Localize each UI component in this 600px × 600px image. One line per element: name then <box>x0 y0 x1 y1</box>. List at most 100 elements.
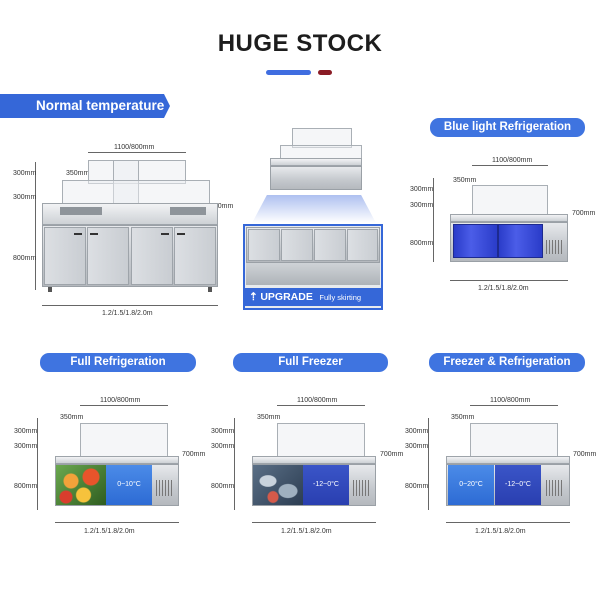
dim-line <box>428 418 429 510</box>
cabinet-door <box>44 227 86 285</box>
upper-shelf <box>80 423 168 457</box>
upgrade-arrow-icon: ⇡ <box>249 291 258 303</box>
dim-length: 1.2/1.5/1.8/2.0m <box>84 528 135 535</box>
sink <box>170 207 206 215</box>
vent-grille <box>156 480 174 496</box>
counter-top <box>55 456 179 464</box>
upgrade-badge: ⇡ UPGRADE Fully skirting board <box>245 288 381 321</box>
counter-top <box>446 456 570 464</box>
dim-line <box>88 152 186 153</box>
dim-line <box>35 162 36 290</box>
dim-line <box>450 280 568 281</box>
dim-shelf-height: 300mm <box>14 428 38 435</box>
upper-shelf <box>470 423 558 457</box>
counter-top <box>252 456 376 464</box>
fridge-temp: 0~10°C <box>117 481 141 488</box>
cabinet-door <box>174 227 216 285</box>
dim-length: 1.2/1.5/1.8/2.0m <box>102 310 153 317</box>
skirting-board <box>246 263 380 285</box>
dim-length: 1.2/1.5/1.8/2.0m <box>281 528 332 535</box>
dim-line <box>55 522 179 523</box>
dim-length: 1.2/1.5/1.8/2.0m <box>475 528 526 535</box>
vent-grille <box>546 480 564 496</box>
seafood-image <box>253 465 303 505</box>
dim-body-height: 800mm <box>405 483 429 490</box>
dim-depth: 700mm <box>572 210 596 217</box>
dim-line <box>470 405 558 406</box>
full-freezer-label: Full Freezer <box>233 353 388 372</box>
dim-line <box>37 418 38 510</box>
dim-shelf-height: 300mm <box>13 170 37 177</box>
cabinet-door <box>131 227 173 285</box>
freezer-panel: -12~0°C <box>303 465 349 505</box>
mini-lower-shelf <box>280 145 362 159</box>
lower-shelf <box>62 180 210 204</box>
dim-top-width: 1100/800mm <box>492 157 533 164</box>
dim-shelf-height: 300mm <box>410 186 434 193</box>
dim-top-width: 1100/800mm <box>100 397 141 404</box>
freezer-panel: -12~0°C <box>495 465 541 505</box>
door-handle <box>177 233 185 235</box>
dim-shelf-gap: 300mm <box>405 443 429 450</box>
dim-top-width: 1100/800mm <box>490 397 531 404</box>
dim-body-height: 800mm <box>14 483 38 490</box>
door-handle <box>90 233 98 235</box>
mini-cabinet <box>270 166 362 190</box>
title-underline-red <box>318 70 332 75</box>
door-handle <box>74 233 82 235</box>
dim-depth: 700mm <box>380 451 404 458</box>
dim-line <box>433 178 434 262</box>
sink <box>60 207 102 215</box>
freezer-temp: -12~0°C <box>313 481 339 488</box>
normal-temperature-banner: Normal temperature <box>0 94 170 118</box>
dim-shelf-gap: 300mm <box>13 194 37 201</box>
fruit-image <box>56 465 106 505</box>
glass-door <box>498 224 543 258</box>
dim-shelf-offset: 350mm <box>66 170 90 177</box>
zoom-door <box>281 229 313 261</box>
dim-line <box>80 405 168 406</box>
cabinet-door <box>87 227 129 285</box>
dim-shelf-gap: 300mm <box>14 443 38 450</box>
dim-shelf-offset: 350mm <box>257 414 281 421</box>
dim-top-width: 1100/800mm <box>297 397 338 404</box>
glass-door <box>453 224 498 258</box>
leg <box>48 287 52 292</box>
dim-line <box>472 165 548 166</box>
upgrade-subtitle: Fully skirting board <box>245 293 362 321</box>
freezer-temp: -12~0°C <box>505 481 531 488</box>
dim-depth: 700mm <box>182 451 206 458</box>
dim-shelf-gap: 300mm <box>410 202 434 209</box>
fridge-panel: 0~10°C <box>106 465 152 505</box>
mini-counter <box>270 158 362 166</box>
dim-shelf-height: 300mm <box>211 428 235 435</box>
door-handle <box>161 233 169 235</box>
dim-body-height: 800mm <box>211 483 235 490</box>
dim-line <box>42 305 218 306</box>
dim-line <box>234 418 235 510</box>
dim-line <box>252 522 376 523</box>
dim-shelf-offset: 350mm <box>60 414 84 421</box>
blue-light-refrigeration-label: Blue light Refrigeration <box>430 118 585 137</box>
page-title: HUGE STOCK <box>217 30 383 57</box>
dim-depth: 700mm <box>210 203 234 210</box>
counter-top <box>450 214 568 222</box>
dim-line <box>446 522 570 523</box>
upgrade-title: UPGRADE <box>260 291 313 303</box>
dim-shelf-gap: 300mm <box>211 443 235 450</box>
zoom-beam <box>252 195 376 223</box>
full-refrigeration-label: Full Refrigeration <box>40 353 196 372</box>
leg <box>208 287 212 292</box>
dim-body-height: 800mm <box>13 255 37 262</box>
zoom-door <box>347 229 378 261</box>
vent-grille <box>546 240 564 254</box>
dim-shelf-height: 300mm <box>405 428 429 435</box>
fridge-temp: 0~20°C <box>459 481 483 488</box>
dim-shelf-offset: 350mm <box>453 177 477 184</box>
dim-depth: 700mm <box>573 451 597 458</box>
dim-top-width: 1100/800mm <box>114 144 155 151</box>
dim-length: 1.2/1.5/1.8/2.0m <box>478 285 529 292</box>
dim-shelf-offset: 350mm <box>451 414 475 421</box>
upper-shelf <box>277 423 365 457</box>
upper-shelf <box>472 185 548 215</box>
